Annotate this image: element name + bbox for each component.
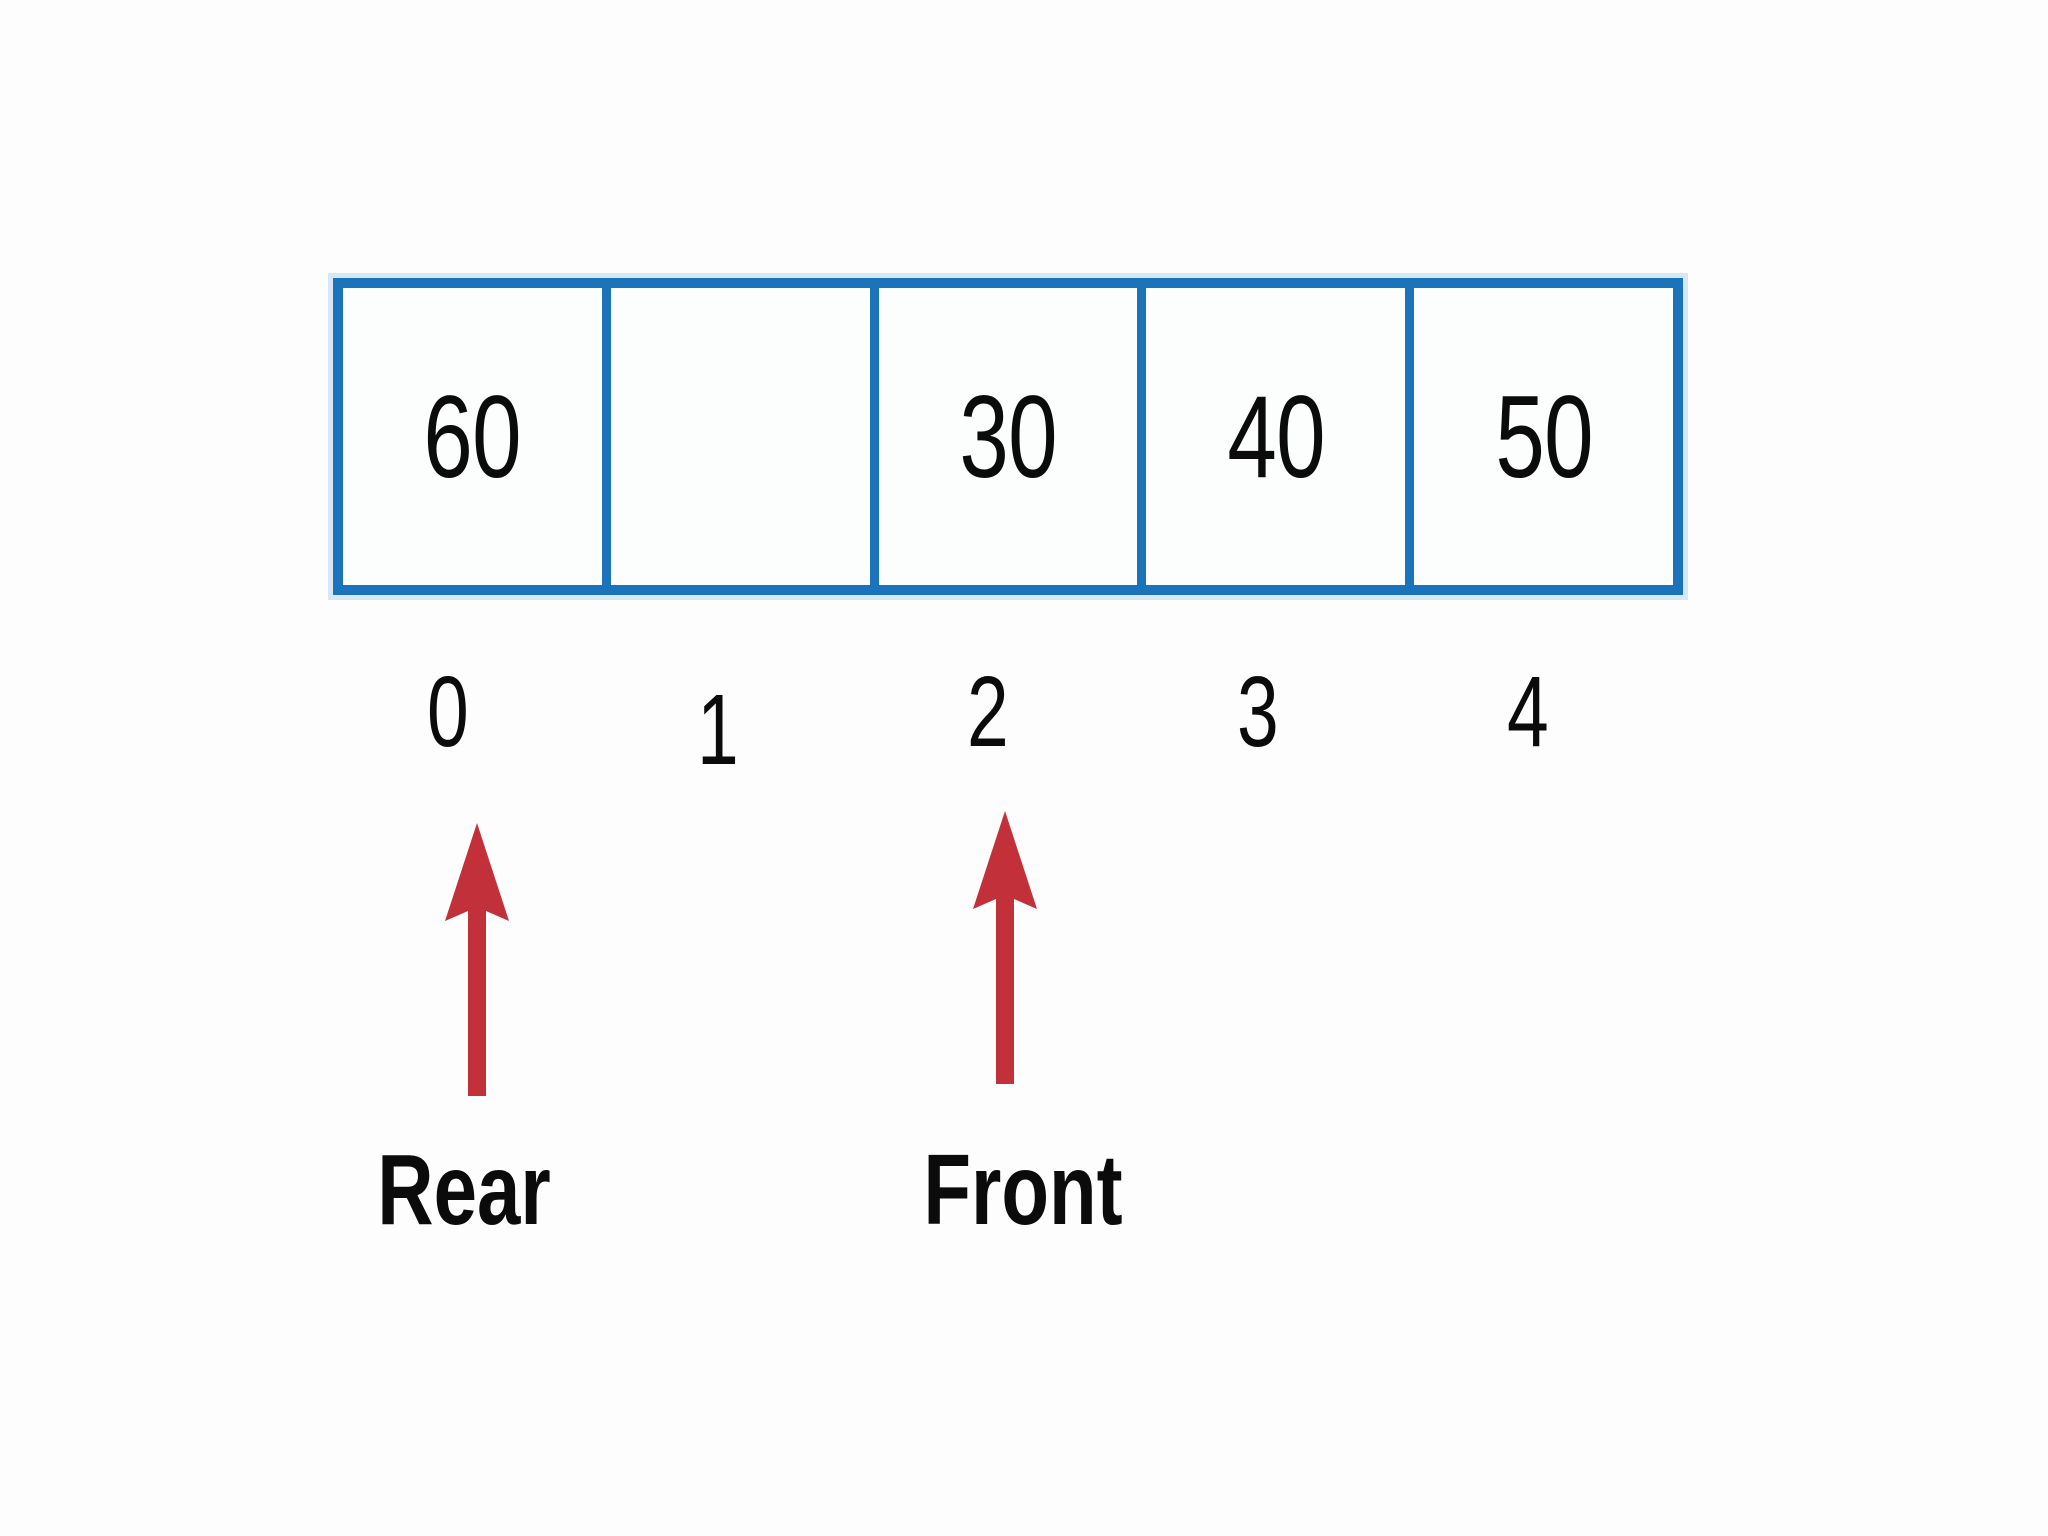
index-cell-0: 0 <box>313 652 583 772</box>
up-arrow-icon <box>445 823 509 1096</box>
index-label: 0 <box>427 656 469 768</box>
rear-pointer-label: Rear <box>377 1134 551 1246</box>
array-cell-0: 60 <box>343 288 602 585</box>
array-cell-3: 40 <box>1137 288 1406 585</box>
array-box: 60 30 40 50 <box>333 278 1683 595</box>
index-cell-4: 4 <box>1393 652 1663 772</box>
index-cell-3: 3 <box>1123 652 1393 772</box>
index-label: 2 <box>967 656 1009 768</box>
index-label: 1 <box>697 674 739 786</box>
index-label: 3 <box>1237 656 1279 768</box>
index-cell-1: 1 <box>583 652 853 786</box>
up-arrow-icon <box>973 811 1037 1084</box>
cell-value: 50 <box>1494 371 1593 502</box>
array-cell-4: 50 <box>1405 288 1673 585</box>
cell-value: 60 <box>423 371 522 502</box>
cell-value: 30 <box>959 371 1057 502</box>
index-label: 4 <box>1507 656 1549 768</box>
index-cell-2: 2 <box>853 652 1123 772</box>
front-pointer-label: Front <box>923 1134 1123 1246</box>
array-cell-2: 30 <box>869 288 1138 585</box>
index-row: 0 1 2 3 4 <box>313 652 1663 786</box>
array-cell-1 <box>601 288 870 585</box>
cell-value: 40 <box>1227 371 1325 502</box>
